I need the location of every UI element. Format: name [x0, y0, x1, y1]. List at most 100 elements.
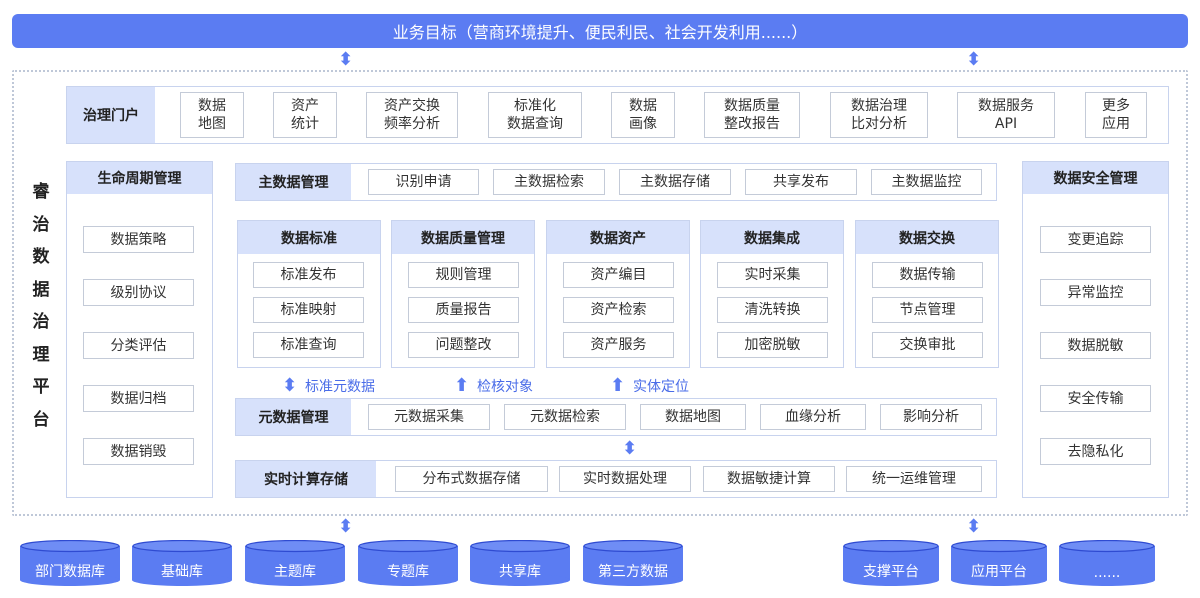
master-data-item: 主数据存储	[619, 169, 731, 195]
module-item: 标准查询	[253, 332, 364, 358]
up-down-arrow-icon: ⬍	[966, 49, 982, 70]
database-label: 应用平台	[971, 564, 1027, 580]
metadata-title: 元数据管理	[236, 399, 351, 435]
security-item: 去隐私化	[1040, 438, 1151, 465]
module-title: 数据资产	[547, 221, 689, 254]
platform-title-char: 据	[32, 279, 50, 300]
portal-item: 数据 地图	[180, 92, 244, 138]
module-item: 节点管理	[872, 297, 983, 323]
database-cylinder: ......	[1059, 540, 1155, 586]
module-item: 数据传输	[872, 262, 983, 288]
database-cylinder: 专题库	[358, 540, 458, 586]
platform-title-char: 睿	[32, 182, 50, 202]
database-label: 基础库	[161, 564, 203, 580]
module-item: 质量报告	[408, 297, 519, 323]
portal-item: 数据 画像	[611, 92, 675, 138]
compute-item: 实时数据处理	[559, 466, 691, 492]
module-item: 标准发布	[253, 262, 364, 288]
metadata-item: 影响分析	[880, 404, 982, 430]
module-item: 规则管理	[408, 262, 519, 288]
master-data-item: 主数据检索	[493, 169, 605, 195]
module-item: 实时采集	[717, 262, 828, 288]
security-title: 数据安全管理	[1023, 162, 1168, 194]
platform-title: 睿 治 数 据 治 理 平 台	[24, 176, 58, 436]
portal-item: 数据治理 比对分析	[830, 92, 928, 138]
module-title: 数据标准	[238, 221, 380, 254]
database-label: 支撑平台	[863, 564, 919, 580]
module-item: 资产编目	[563, 262, 674, 288]
up-arrow-icon: ⬆	[610, 375, 626, 396]
module-item: 资产服务	[563, 332, 674, 358]
compute-item: 分布式数据存储	[395, 466, 548, 492]
security-item: 数据脱敏	[1040, 332, 1151, 359]
platform-title-char: 数	[32, 247, 50, 267]
database-label: 专题库	[387, 564, 429, 580]
lifecycle-item: 数据归档	[83, 385, 194, 412]
module-item: 交换审批	[872, 332, 983, 358]
master-data-item: 共享发布	[745, 169, 857, 195]
module-item: 清洗转换	[717, 297, 828, 323]
platform-title-char: 理	[32, 344, 50, 365]
up-down-arrow-icon: ⬍	[622, 438, 638, 459]
database-label: 共享库	[499, 564, 541, 580]
database-icon	[1059, 540, 1155, 586]
database-cylinder: 基础库	[132, 540, 232, 586]
portal-item: 资产 统计	[273, 92, 337, 138]
portal-item: 更多 应用	[1085, 92, 1147, 138]
security-item: 变更追踪	[1040, 226, 1151, 253]
platform-frame	[12, 70, 1188, 516]
module-item: 资产检索	[563, 297, 674, 323]
database-icon	[843, 540, 939, 586]
database-icon	[951, 540, 1047, 586]
master-data-item: 主数据监控	[871, 169, 982, 195]
business-goal-banner: 业务目标（营商环境提升、便民利民、社会开发利用......）	[12, 14, 1188, 48]
compute-item: 数据敏捷计算	[703, 466, 835, 492]
security-item: 异常监控	[1040, 279, 1151, 306]
module-item: 问题整改	[408, 332, 519, 358]
database-icon	[358, 540, 458, 586]
lifecycle-item: 级别协议	[83, 279, 194, 306]
database-cylinder: 第三方数据	[583, 540, 683, 586]
security-item: 安全传输	[1040, 385, 1151, 412]
portal-item: 资产交换 频率分析	[366, 92, 458, 138]
module-title: 数据质量管理	[392, 221, 534, 254]
arrow-label: 检核对象	[477, 379, 533, 395]
portal-item: 数据服务 API	[957, 92, 1055, 138]
up-down-arrow-icon: ⬍	[338, 49, 354, 70]
platform-title-char: 治	[32, 312, 50, 332]
database-label: 主题库	[274, 564, 316, 580]
portal-item: 数据质量 整改报告	[704, 92, 800, 138]
platform-title-char: 平	[32, 377, 50, 397]
database-icon	[470, 540, 570, 586]
metadata-item: 数据地图	[640, 404, 746, 430]
database-icon	[245, 540, 345, 586]
metadata-item: 元数据检索	[504, 404, 626, 430]
up-down-arrow-icon: ⬍	[282, 375, 298, 396]
platform-title-char: 台	[32, 409, 50, 430]
database-icon	[132, 540, 232, 586]
database-cylinder: 部门数据库	[20, 540, 120, 586]
database-icon	[583, 540, 683, 586]
up-arrow-icon: ⬆	[454, 375, 470, 396]
database-label: 部门数据库	[35, 564, 105, 580]
lifecycle-item: 数据销毁	[83, 438, 194, 465]
database-label: ......	[1093, 565, 1121, 581]
database-cylinder: 应用平台	[951, 540, 1047, 586]
database-cylinder: 支撑平台	[843, 540, 939, 586]
database-cylinder: 主题库	[245, 540, 345, 586]
database-icon	[20, 540, 120, 586]
up-down-arrow-icon: ⬍	[966, 516, 982, 537]
lifecycle-item: 分类评估	[83, 332, 194, 359]
master-data-title: 主数据管理	[236, 164, 351, 200]
platform-title-char: 治	[32, 214, 50, 235]
portal-item: 标准化 数据查询	[488, 92, 582, 138]
master-data-panel	[235, 163, 997, 201]
module-title: 数据集成	[701, 221, 843, 254]
master-data-item: 识别申请	[368, 169, 479, 195]
module-item: 加密脱敏	[717, 332, 828, 358]
metadata-item: 元数据采集	[368, 404, 490, 430]
arrow-label: 实体定位	[633, 379, 689, 395]
compute-title: 实时计算存储	[236, 461, 376, 497]
up-down-arrow-icon: ⬍	[338, 516, 354, 537]
lifecycle-title: 生命周期管理	[67, 162, 212, 194]
